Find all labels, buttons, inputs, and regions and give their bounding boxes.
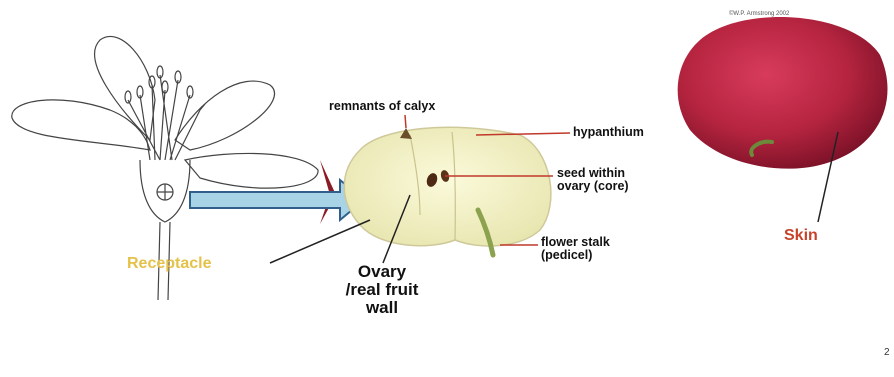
label-hypanthium: hypanthium [573, 126, 644, 139]
label-ovary-line2: /real fruit [330, 281, 434, 299]
label-seed-within-ovary: seed within ovary (core) [557, 167, 629, 193]
apple-section [344, 127, 551, 255]
label-receptacle: Receptacle [127, 256, 212, 273]
label-remnants-of-calyx: remnants of calyx [329, 100, 435, 113]
stamens [128, 75, 200, 160]
label-skin: Skin [784, 228, 818, 245]
copyright-notice: ©W.P. Armstrong 2002 [729, 11, 789, 17]
label-seed-line2: ovary (core) [557, 180, 629, 193]
receptacle-arrow [190, 180, 364, 220]
page-number: 2 [884, 348, 890, 359]
label-stalk-line2: (pedicel) [541, 249, 610, 262]
label-flower-stalk: flower stalk (pedicel) [541, 236, 610, 262]
petal-left [12, 100, 150, 150]
petal-right [185, 153, 318, 188]
petal-upper-right [175, 81, 275, 150]
whole-apple [678, 17, 888, 169]
label-ovary-line3: wall [330, 299, 434, 317]
label-ovary-line1: Ovary [330, 263, 434, 281]
petal-upper-left [95, 36, 155, 140]
label-ovary-fruit-wall: Ovary /real fruit wall [330, 263, 434, 317]
